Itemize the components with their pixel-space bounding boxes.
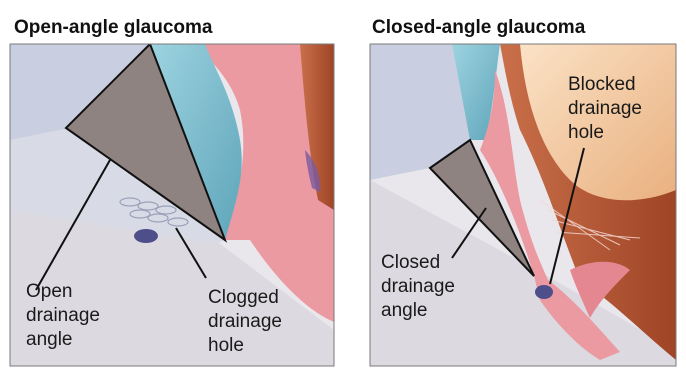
clogged-drainage-hole <box>134 229 158 243</box>
panel-title-closed: Closed-angle glaucoma <box>372 17 586 38</box>
panel-title-open: Open-angle glaucoma <box>14 17 213 38</box>
blocked-drainage-hole <box>535 285 553 299</box>
